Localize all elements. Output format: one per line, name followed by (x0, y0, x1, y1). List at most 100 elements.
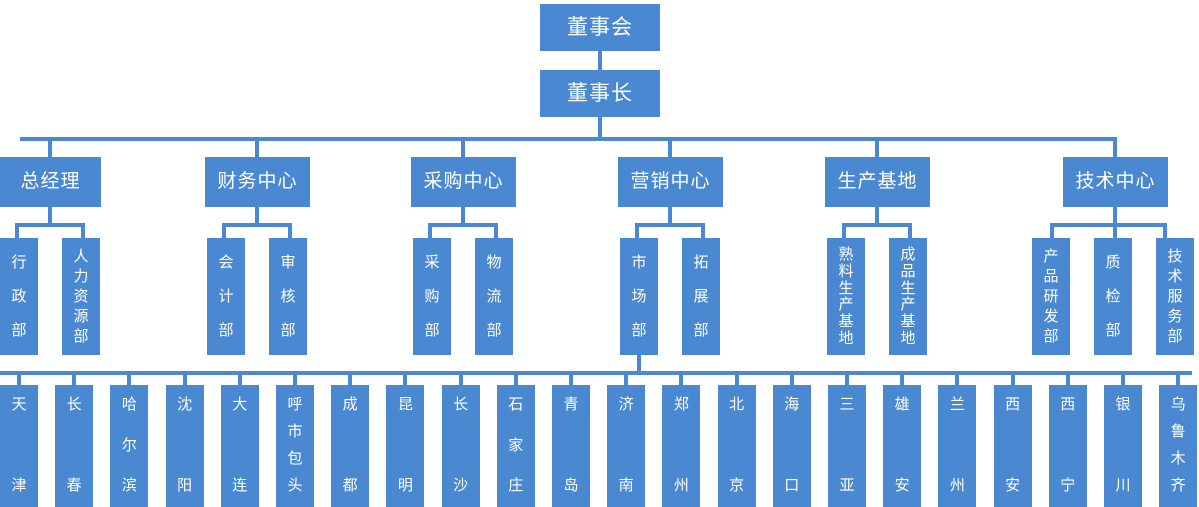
node-city-xining[interactable]: 西宁 (1048, 385, 1087, 507)
node-city-changsha[interactable]: 长沙 (441, 385, 480, 507)
connector-drop-purchase (461, 137, 465, 157)
city-char: 济 (618, 396, 634, 413)
node-city-dalian[interactable]: 大连 (220, 385, 259, 507)
node-clinker[interactable]: 熟料生产基地 (827, 238, 865, 355)
city-char: 鲁 (1170, 423, 1186, 440)
node-city-lanzhou[interactable]: 兰州 (938, 385, 977, 507)
city-char: 成 (342, 396, 358, 413)
node-hr[interactable]: 人力资源部 (62, 238, 100, 355)
node-finance[interactable]: 财务中心 (205, 157, 310, 207)
node-char: 审 (280, 254, 296, 272)
connector-drop-shijiazhuang (513, 371, 518, 387)
node-city-xian[interactable]: 西安 (993, 385, 1032, 507)
node-char: 品 (900, 262, 916, 280)
connector-drop-qingdao (569, 371, 573, 387)
node-city-chengdu[interactable]: 成都 (331, 385, 370, 507)
node-city-xiongan[interactable]: 雄安 (883, 385, 922, 507)
node-char: 品 (1043, 267, 1059, 285)
city-char: 川 (1115, 477, 1131, 494)
node-char: 计 (218, 287, 234, 305)
connector-gm-stem (48, 207, 52, 225)
city-char: 京 (729, 477, 745, 494)
node-city-wulumuqi[interactable]: 乌鲁木齐 (1159, 385, 1198, 507)
node-chairman[interactable]: 董事长 (540, 70, 660, 117)
node-char: 部 (486, 321, 502, 339)
node-char: 成 (900, 245, 916, 263)
node-production[interactable]: 生产基地 (825, 157, 930, 207)
connector-finance-accounting (222, 223, 226, 239)
node-char: 地 (900, 330, 916, 348)
node-techservice[interactable]: 技术服务部 (1156, 238, 1194, 355)
node-char: 熟 (838, 245, 854, 263)
node-accounting[interactable]: 会计部 (207, 238, 245, 355)
node-city-beijing[interactable]: 北京 (717, 385, 756, 507)
node-city-shijiazhuang[interactable]: 石家庄 (496, 385, 535, 507)
node-char: 部 (693, 321, 709, 339)
node-technology[interactable]: 技术中心 (1063, 157, 1168, 207)
node-board[interactable]: 董事会 (540, 4, 660, 51)
city-char: 津 (11, 477, 27, 494)
connector-gm-hr (81, 223, 85, 239)
node-qc[interactable]: 质检部 (1094, 238, 1132, 355)
node-gm[interactable]: 总经理 (0, 157, 101, 207)
node-char: 产 (1043, 247, 1059, 265)
city-char: 安 (894, 477, 910, 494)
connector-production-stem (875, 207, 879, 225)
node-logistics[interactable]: 物流部 (475, 238, 513, 355)
node-city-shenyang[interactable]: 沈阳 (165, 385, 204, 507)
node-procurement[interactable]: 采购部 (413, 238, 451, 355)
city-char: 州 (949, 477, 965, 494)
node-expansion[interactable]: 拓展部 (682, 238, 720, 355)
node-purchase[interactable]: 采购中心 (411, 157, 516, 207)
node-city-haerbin[interactable]: 哈尔滨 (110, 385, 149, 507)
node-city-qingdao[interactable]: 青岛 (552, 385, 590, 507)
node-char: 资 (73, 287, 89, 305)
node-city-zhengzhou[interactable]: 郑州 (662, 385, 701, 507)
city-char: 昆 (397, 396, 413, 413)
node-finished[interactable]: 成品生产基地 (889, 238, 927, 355)
node-char: 料 (838, 262, 854, 280)
node-city-yinchuan[interactable]: 银川 (1104, 385, 1142, 507)
node-marketing[interactable]: 营销中心 (618, 157, 723, 207)
connector-board-chairman (598, 51, 602, 70)
connector-drop-production (875, 137, 879, 157)
city-char: 大 (232, 396, 248, 413)
node-city-hushibaotou[interactable]: 呼市包头 (276, 385, 314, 507)
node-city-tianjin[interactable]: 天津 (0, 385, 38, 507)
city-char: 家 (508, 436, 524, 454)
city-char: 哈 (121, 396, 137, 413)
connector-drop-jinan (624, 371, 629, 387)
node-market[interactable]: 市场部 (620, 238, 658, 355)
connector-market-cities-stem (637, 355, 641, 373)
node-char: 检 (1105, 287, 1121, 305)
connector-marketing-market (635, 223, 639, 239)
connector-purchase-stem (461, 207, 465, 225)
node-char: 行 (11, 254, 27, 272)
city-char: 沈 (177, 396, 193, 413)
node-city-sanya[interactable]: 三亚 (828, 385, 866, 507)
connector-marketing-bus (635, 223, 705, 227)
node-char: 部 (73, 328, 89, 346)
city-char: 宁 (1060, 477, 1076, 494)
node-char: 部 (280, 321, 296, 339)
node-char: 发 (1043, 308, 1059, 326)
node-char: 部 (631, 321, 647, 339)
node-char: 展 (693, 287, 709, 305)
connector-drop-finance (255, 137, 259, 157)
node-admin[interactable]: 行政部 (0, 238, 38, 355)
connector-drop-xining (1065, 371, 1070, 387)
node-city-changchun[interactable]: 长春 (55, 385, 94, 507)
node-char: 力 (73, 267, 89, 285)
connector-drop-haerbin (127, 371, 132, 387)
node-city-kunming[interactable]: 昆明 (386, 385, 425, 507)
node-char: 生 (838, 279, 854, 297)
connector-production-bus (842, 223, 912, 227)
node-gm-label: 总经理 (20, 170, 81, 192)
node-city-jinan[interactable]: 济南 (607, 385, 646, 507)
cities-bus-line (0, 371, 1192, 375)
node-audit[interactable]: 审核部 (269, 238, 307, 355)
city-char: 石 (508, 396, 524, 413)
connector-drop-xiongan (900, 371, 905, 387)
node-city-haikou[interactable]: 海口 (772, 385, 811, 507)
node-rnd[interactable]: 产品研发部 (1032, 238, 1070, 355)
